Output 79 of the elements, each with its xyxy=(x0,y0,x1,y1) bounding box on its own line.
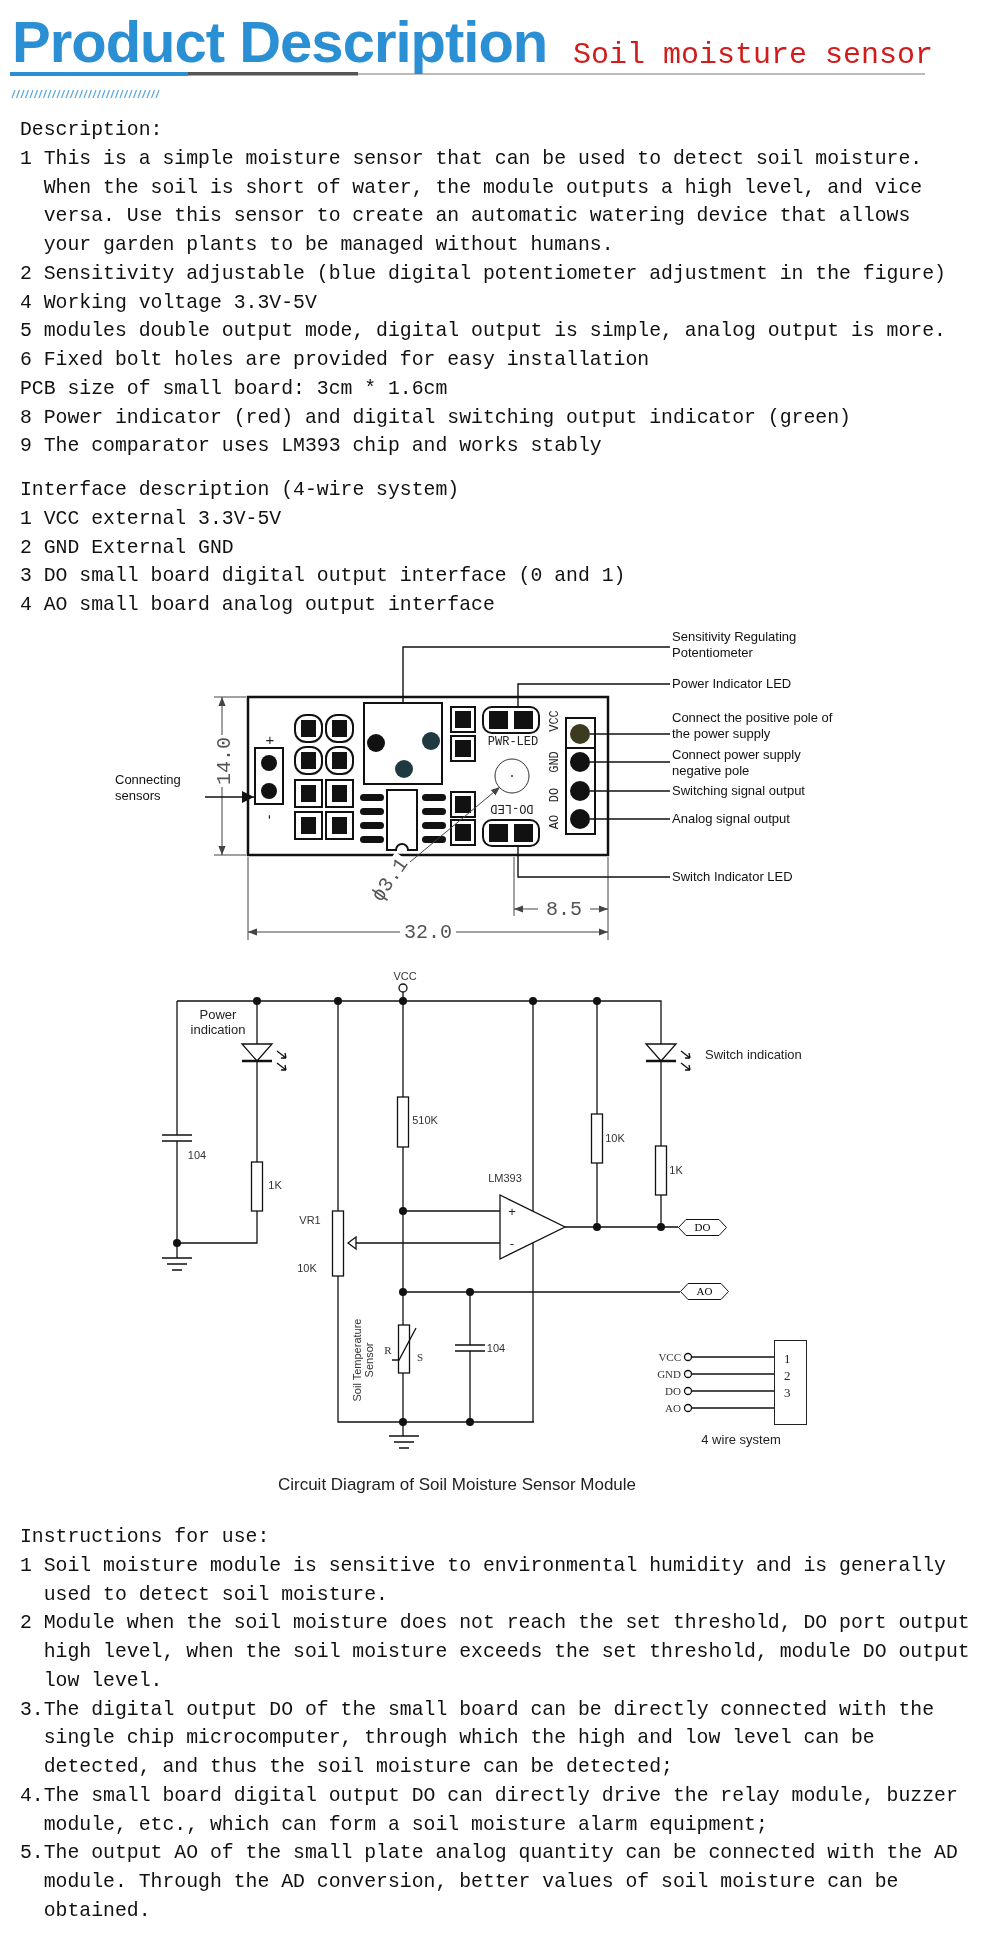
list-item: 2 GND External GND xyxy=(20,535,235,561)
component-label: 510K xyxy=(412,1114,438,1126)
pin-number: 2 xyxy=(784,1367,791,1384)
silkscreen-label: DO xyxy=(548,787,562,803)
component-label: + xyxy=(508,1203,516,1219)
list-item: 5 modules double output mode, digital output is simple, analog output is more. xyxy=(20,319,947,345)
led-footprint xyxy=(482,819,540,847)
arrow xyxy=(204,791,255,803)
silkscreen-label: - xyxy=(261,814,279,820)
pin-label: GND xyxy=(657,1368,681,1380)
leader-line xyxy=(589,790,671,792)
callout-label: Switch Indicator LED xyxy=(672,869,793,885)
silkscreen-label: AO xyxy=(548,814,562,830)
list-item: 1 This is a simple moisture sensor that can be used to detect soil moisture. When the soil is short of water, the module outputs a high level, and vice versa. Use this sensor to create an automatic watering device that allows your garden plants to be managed without humans. xyxy=(20,146,924,258)
list-item: 3 DO small board digital output interface (0 and 1) xyxy=(20,564,626,590)
component-label: 1K xyxy=(268,1179,282,1191)
callout-label: Connect power supply negative pole xyxy=(672,747,850,779)
component-label: 104 xyxy=(486,1342,506,1354)
list-item: 4 AO small board analog output interface xyxy=(20,593,496,618)
sensor-connector xyxy=(254,747,284,805)
led-footprint xyxy=(482,706,540,734)
leader-line xyxy=(517,846,671,878)
leader-line xyxy=(402,646,671,703)
silkscreen-label: GND xyxy=(548,751,562,773)
component-label: Power indication xyxy=(189,1007,247,1037)
silkscreen-label: PWR-LED xyxy=(487,735,539,749)
component-label: - xyxy=(509,1235,515,1251)
list-item: PCB size of small board: 3cm * 1.6cm xyxy=(20,376,449,402)
component-label: 10K xyxy=(605,1132,625,1144)
list-item: 9 The comparator uses LM393 chip and works stably xyxy=(20,434,603,460)
list-item: 8 Power indicator (red) and digital switching output indicator (green) xyxy=(20,405,852,431)
component-label: VR1 xyxy=(299,1214,321,1226)
list-item: 5.The output AO of the small plate analog quantity can be connected with the AD module. Through the AD conversion, better values of soil moisture can be obtained. xyxy=(20,1841,959,1924)
leader-line xyxy=(589,761,671,763)
component-label: 1K xyxy=(669,1164,683,1176)
leader-line xyxy=(517,683,671,707)
callout-label: Switching signal output xyxy=(672,783,805,799)
leader-line xyxy=(589,818,671,820)
callout-label: Connecting sensors xyxy=(115,772,205,804)
callout-label: Sensitivity Regulating Potentiometer xyxy=(672,629,837,661)
callout-label: Power Indicator LED xyxy=(672,676,792,692)
section-heading: Interface description (4-wire system) xyxy=(20,478,461,503)
component-label: LM393 xyxy=(488,1172,522,1184)
subtitle: Soil moisture sensor xyxy=(573,38,934,72)
list-item: 1 VCC external 3.3V-5V xyxy=(20,506,283,532)
pin-number: 1 xyxy=(784,1350,791,1367)
component-label: 104 xyxy=(187,1149,207,1161)
component-label: Soil Temperature Sensor xyxy=(351,1317,375,1404)
silkscreen-label: VCC xyxy=(548,710,562,732)
leader-line xyxy=(589,733,671,735)
callout-label: Connect the positive pole of the power supply xyxy=(672,710,850,742)
page-title: Product Description xyxy=(12,8,548,75)
silkscreen-label: DO-LED xyxy=(490,801,534,815)
pin-label: DO xyxy=(665,1385,681,1397)
connector-block xyxy=(774,1340,807,1425)
component-label: VCC xyxy=(393,970,417,982)
pin-number: 3 xyxy=(784,1384,791,1401)
list-item: 1 Soil moisture module is sensitive to environmental humidity and is generally used to detect soil moisture. xyxy=(20,1553,947,1608)
list-item: 3.The digital output DO of the small board can be directly connected with the single chip microcomputer, through which the high and low level can be detected, and thus the soil moisture can be detected; xyxy=(20,1697,936,1780)
potentiometer-footprint xyxy=(363,702,443,785)
silkscreen-label: + xyxy=(265,730,275,748)
signal-tag: AO xyxy=(680,1283,729,1300)
list-item: 4 Working voltage 3.3V-5V xyxy=(20,290,318,316)
list-item: 4.The small board digital output DO can directly drive the relay module, buzzer module, etc., which can form a soil moisture alarm equipment; xyxy=(20,1783,959,1838)
component-label: R xyxy=(384,1344,392,1356)
component-label: 4 wire system xyxy=(701,1431,781,1447)
section-heading: Instructions for use: xyxy=(20,1525,271,1550)
component-label: Switch indication xyxy=(705,1046,802,1062)
list-item: 2 Module when the soil moisture does not reach the set threshold, DO port output high level, when the soil moisture exceeds the set threshold, module DO output low level. xyxy=(20,1611,971,1694)
callout-label: Analog signal output xyxy=(672,811,790,827)
pin-label: VCC xyxy=(658,1351,681,1363)
list-item: 2 Sensitivity adjustable (blue digital potentiometer adjustment in the figure) xyxy=(20,261,947,287)
figure-caption: Circuit Diagram of Soil Moisture Sensor Module xyxy=(277,1475,637,1495)
section-heading: Description: xyxy=(20,118,164,143)
list-item: 6 Fixed bolt holes are provided for easy installation xyxy=(20,348,651,373)
pin-label: AO xyxy=(665,1402,681,1414)
component-label: S xyxy=(416,1351,424,1363)
component-label: 10K xyxy=(297,1262,317,1274)
signal-tag: DO xyxy=(678,1219,727,1236)
